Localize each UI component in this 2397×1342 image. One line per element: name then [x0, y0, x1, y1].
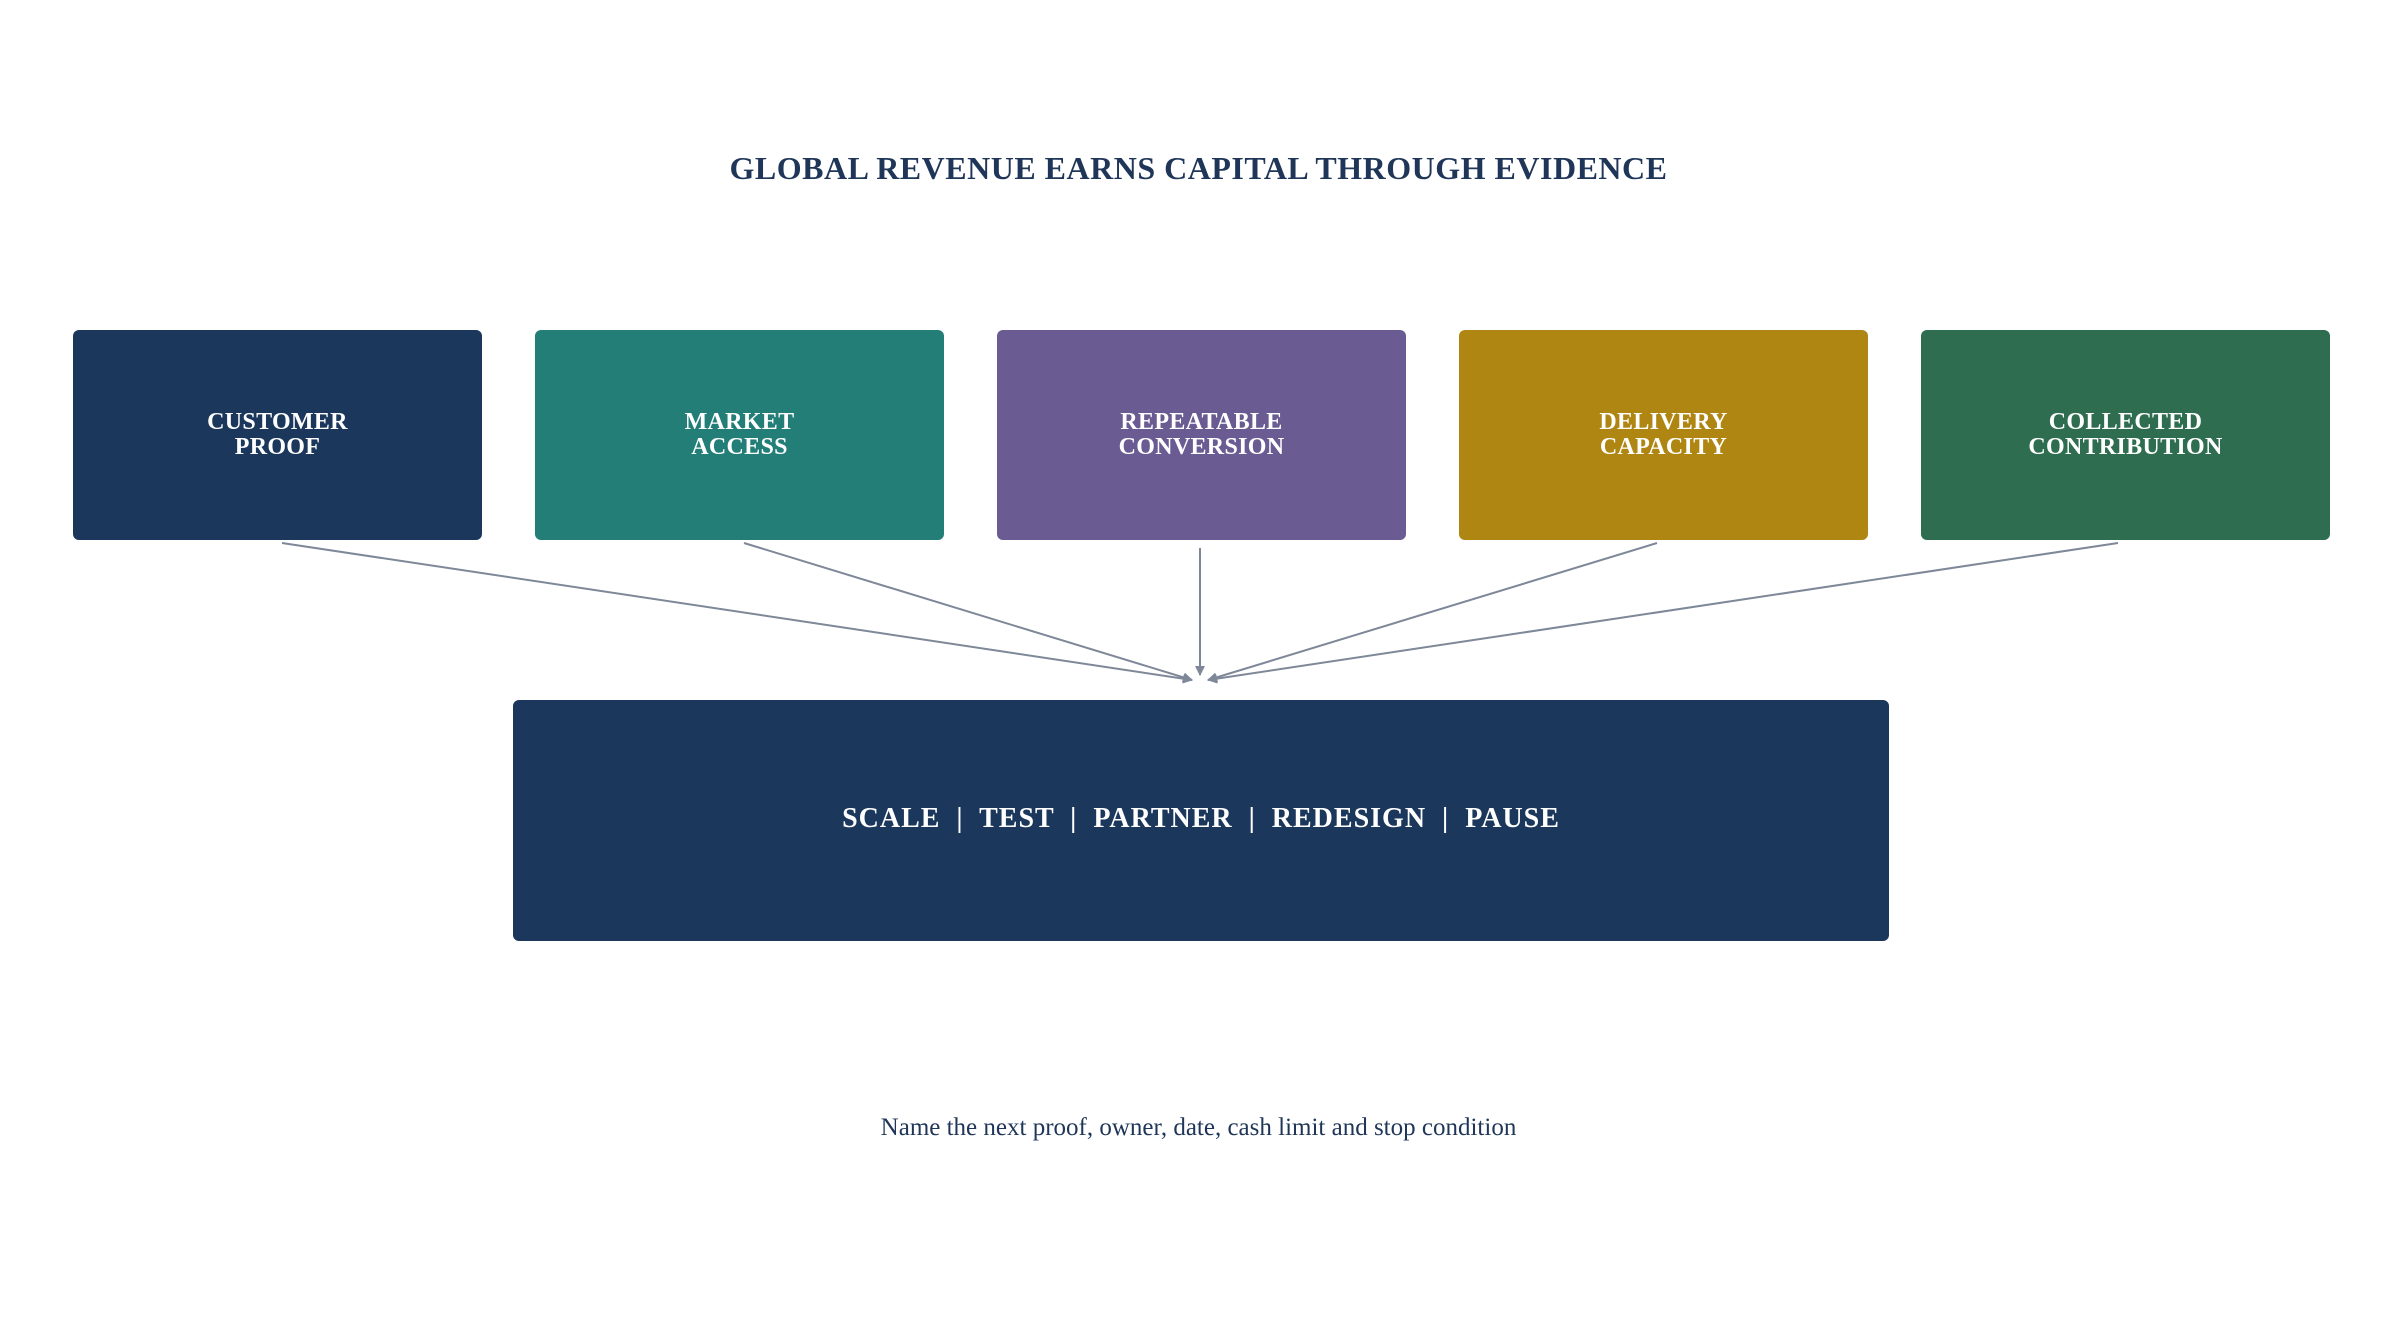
arrow-customer-proof — [281, 542, 1193, 684]
footer-instruction: Name the next proof, owner, date, cash l… — [880, 1114, 1517, 1141]
decision-options: SCALE | TEST | PARTNER | REDESIGN | PAUS… — [842, 802, 1560, 834]
box-label: MARKET ACCESS — [684, 409, 795, 460]
box-market-access: MARKET ACCESS — [535, 330, 944, 540]
box-repeatable-conversion: REPEATABLE CONVERSION — [997, 330, 1406, 540]
box-label: DELIVERY CAPACITY — [1599, 409, 1728, 460]
input-boxes: CUSTOMER PROOF MARKET ACCESS REPEATABLE … — [73, 330, 2330, 540]
arrow-delivery-capacity — [1207, 542, 1658, 683]
box-label: COLLECTED CONTRIBUTION — [2028, 409, 2223, 460]
arrow-market-access — [743, 542, 1193, 683]
box-collected-contribution: COLLECTED CONTRIBUTION — [1921, 330, 2330, 540]
box-label: REPEATABLE CONVERSION — [1118, 409, 1285, 460]
box-label: CUSTOMER PROOF — [207, 409, 348, 460]
diagram-title: GLOBAL REVENUE EARNS CAPITAL THROUGH EVI… — [729, 150, 1668, 186]
box-customer-proof: CUSTOMER PROOF — [73, 330, 482, 540]
box-delivery-capacity: DELIVERY CAPACITY — [1459, 330, 1868, 540]
arrow-collected-contribution — [1207, 542, 2119, 684]
decision-box: SCALE | TEST | PARTNER | REDESIGN | PAUS… — [513, 700, 1889, 941]
